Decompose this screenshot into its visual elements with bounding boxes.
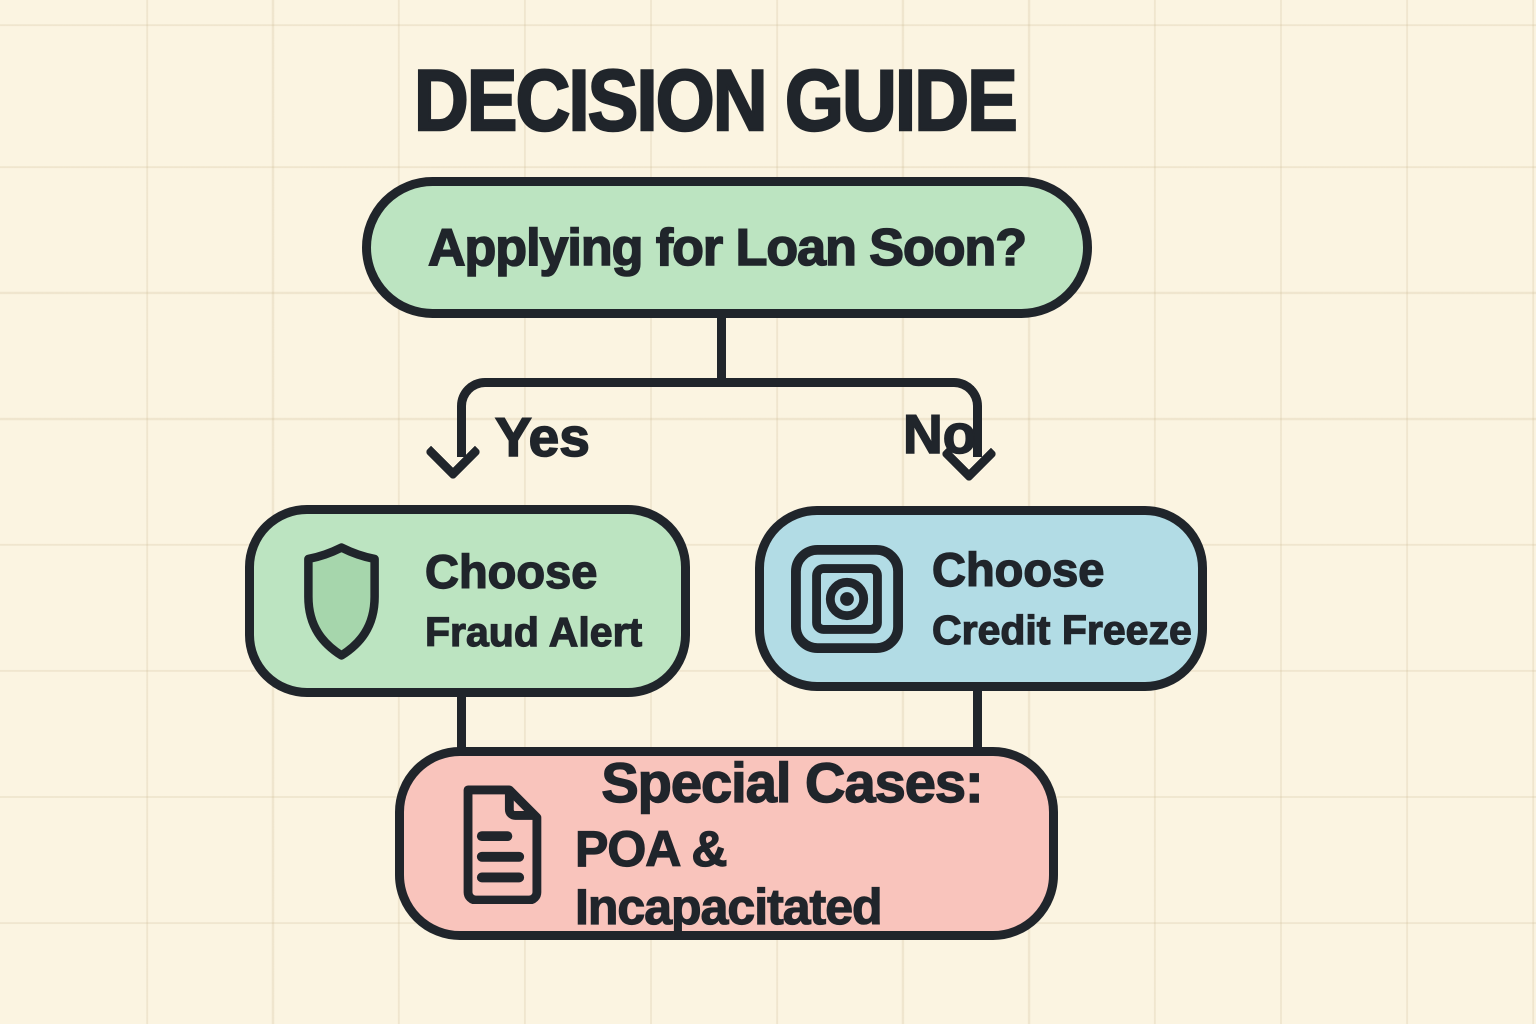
- credit-freeze-line2: Credit Freeze: [931, 606, 1192, 653]
- branch-label-no: No: [902, 402, 977, 466]
- shield-icon: [294, 540, 389, 663]
- page-title: DECISION GUIDE: [413, 52, 1019, 151]
- connector-fraud-to-special: [457, 693, 466, 751]
- special-cases-node: Special Cases: POA & Incapacitated: [395, 747, 1058, 940]
- safe-icon: [790, 544, 904, 654]
- connector-stub: [717, 314, 726, 382]
- document-icon: [452, 784, 549, 904]
- fraud-alert-line1: Choose: [424, 545, 598, 599]
- credit-freeze-node: Choose Credit Freeze: [755, 506, 1207, 691]
- question-label: Applying for Loan Soon?: [427, 218, 1028, 278]
- question-node: Applying for Loan Soon?: [362, 177, 1092, 318]
- fraud-alert-node: Choose Fraud Alert: [245, 505, 690, 697]
- fraud-alert-line2: Fraud Alert: [424, 609, 643, 656]
- credit-freeze-line1: Choose: [931, 542, 1105, 596]
- connector-freeze-to-special: [973, 687, 982, 751]
- special-cases-line1: Special Cases:: [601, 750, 985, 814]
- branch-split-line: [457, 378, 982, 457]
- special-cases-line2: POA & Incapacitated: [574, 821, 883, 936]
- branch-label-yes: Yes: [494, 405, 590, 469]
